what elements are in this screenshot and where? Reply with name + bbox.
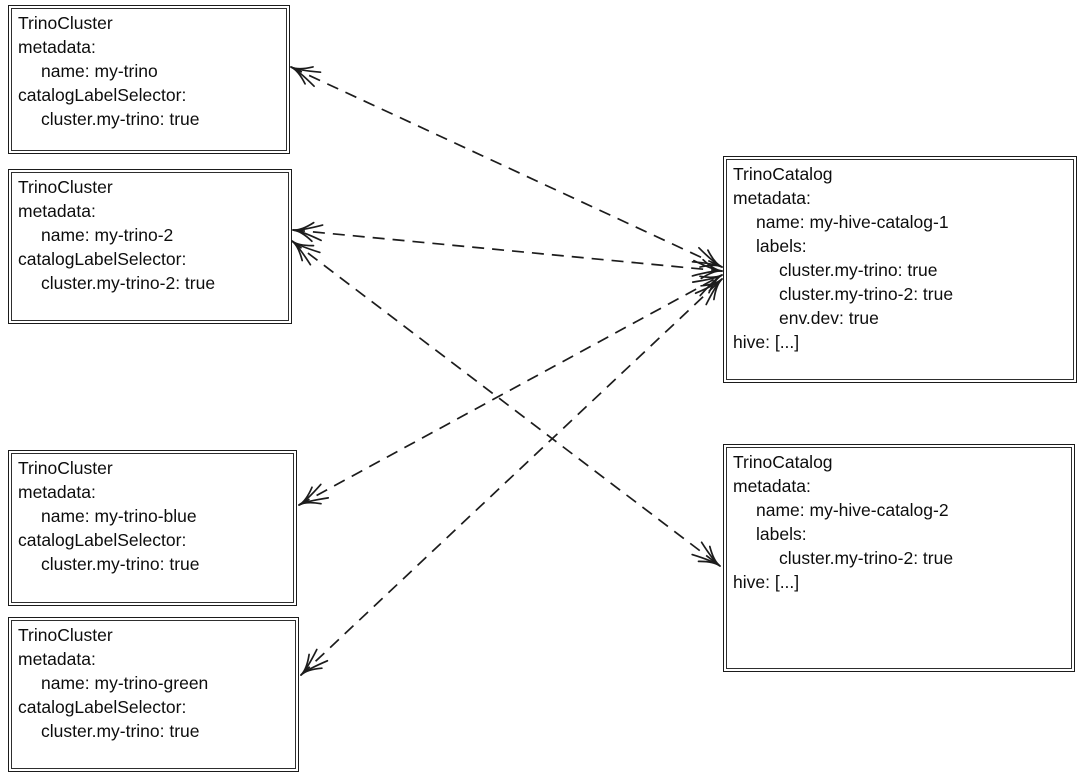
trinocluster-my-trino-2-box: TrinoCluster metadata: name: my-trino-2 cat…: [8, 169, 292, 324]
edge-arrowhead-my-trino-green--my-hive-catalog-1: [300, 648, 329, 676]
edge-arrowhead-my-trino-2--my-hive-catalog-2: [291, 240, 321, 266]
edge-arrowhead-sketch-my-trino-2--my-hive-catalog-1: [292, 221, 315, 243]
edge-arrowhead-my-trino-2--my-hive-catalog-1: [292, 224, 324, 242]
node-text-line: catalogLabelSelector:: [18, 85, 187, 105]
node-text-line: metadata:: [18, 482, 96, 502]
edge-arrowhead-my-trino-blue--my-hive-catalog-1: [691, 274, 723, 297]
node-text-line: catalogLabelSelector:: [18, 697, 187, 717]
node-text-line: name: my-trino-green: [41, 673, 209, 693]
edge-arrowhead-my-trino--my-hive-catalog-1: [290, 66, 322, 88]
edge-arrowhead-sketch-my-trino-2--my-hive-catalog-2: [697, 545, 721, 567]
edge-arrowhead-sketch-my-trino-2--my-hive-catalog-1: [700, 258, 723, 280]
node-text-line: cluster.my-trino-2: true: [779, 548, 954, 568]
node-text-line: TrinoCluster: [18, 177, 113, 197]
node-text-line: env.dev: true: [779, 308, 879, 328]
edge-line-my-trino--my-hive-catalog-1: [290, 66, 723, 268]
node-text-line: hive: [...]: [733, 572, 800, 592]
node-text-line: cluster.my-trino-2: true: [779, 284, 954, 304]
node-text-line: metadata:: [733, 476, 811, 496]
node-text-line: catalogLabelSelector:: [18, 530, 187, 550]
node-text-line: metadata:: [18, 37, 96, 57]
trinocatalog-my-hive-catalog-1-box: TrinoCatalog metadata: name: my-hive-catal…: [723, 156, 1077, 383]
edge-arrowhead-sketch-my-trino-green--my-hive-catalog-1: [700, 278, 723, 301]
node-text-line: labels:: [756, 236, 807, 256]
node-text-line: name: my-hive-catalog-1: [756, 212, 949, 232]
edge-line-my-trino-2--my-hive-catalog-2: [291, 240, 721, 567]
node-text-line: cluster.my-trino: true: [41, 721, 200, 741]
edge-arrowhead-my-trino--my-hive-catalog-1: [691, 246, 723, 268]
node-text-line: hive: [...]: [733, 332, 800, 352]
edge-arrowhead-sketch-my-trino--my-hive-catalog-1: [290, 66, 314, 85]
trinocluster-my-trino-box: TrinoCluster metadata: name: my-trino catal…: [8, 5, 290, 154]
node-text-line: metadata:: [18, 649, 96, 669]
node-text-line: labels:: [756, 524, 807, 544]
node-text-line: cluster.my-trino: true: [41, 109, 200, 129]
node-text-line: cluster.my-trino-2: true: [41, 273, 216, 293]
node-text-line: TrinoCluster: [18, 625, 113, 645]
node-text-line: TrinoCluster: [18, 13, 113, 33]
edge-arrowhead-sketch-my-trino-2--my-hive-catalog-2: [291, 240, 315, 262]
node-text-line: cluster.my-trino: true: [41, 554, 200, 574]
edge-line-my-trino-2--my-hive-catalog-1: [292, 229, 723, 272]
edge-line-my-trino-green--my-hive-catalog-1: [300, 278, 723, 676]
edge-arrowhead-my-trino-2--my-hive-catalog-1: [691, 259, 723, 277]
edge-arrowhead-sketch-my-trino-blue--my-hive-catalog-1: [699, 274, 723, 294]
edge-arrowhead-my-trino-green--my-hive-catalog-1: [694, 278, 723, 306]
node-text-line: cluster.my-trino: true: [779, 260, 938, 280]
edge-line-my-trino-blue--my-hive-catalog-1: [298, 274, 723, 506]
node-text-line: name: my-trino-2: [41, 225, 174, 245]
edge-arrowhead-sketch-my-trino-green--my-hive-catalog-1: [300, 653, 323, 676]
node-text-line: metadata:: [18, 201, 96, 221]
trinocluster-my-trino-green-box: TrinoCluster metadata: name: my-trino-gree…: [8, 617, 299, 772]
edge-arrowhead-sketch-my-trino-blue--my-hive-catalog-1: [298, 486, 322, 506]
node-text-line: TrinoCatalog: [733, 452, 833, 472]
node-text-line: name: my-trino: [41, 61, 158, 81]
node-text-line: metadata:: [733, 188, 811, 208]
node-text-line: TrinoCatalog: [733, 164, 833, 184]
edge-arrowhead-my-trino-2--my-hive-catalog-2: [691, 541, 721, 567]
edge-arrowhead-my-trino-blue--my-hive-catalog-1: [298, 483, 330, 506]
node-text-line: catalogLabelSelector:: [18, 249, 187, 269]
trinocatalog-my-hive-catalog-2-box: TrinoCatalog metadata: name: my-hive-catal…: [723, 444, 1075, 672]
node-text-line: name: my-hive-catalog-2: [756, 500, 949, 520]
node-text-line: name: my-trino-blue: [41, 506, 197, 526]
trinocluster-my-trino-blue-box: TrinoCluster metadata: name: my-trino-blue…: [8, 450, 297, 606]
node-text-line: TrinoCluster: [18, 458, 113, 478]
edge-arrowhead-sketch-my-trino--my-hive-catalog-1: [699, 249, 723, 268]
